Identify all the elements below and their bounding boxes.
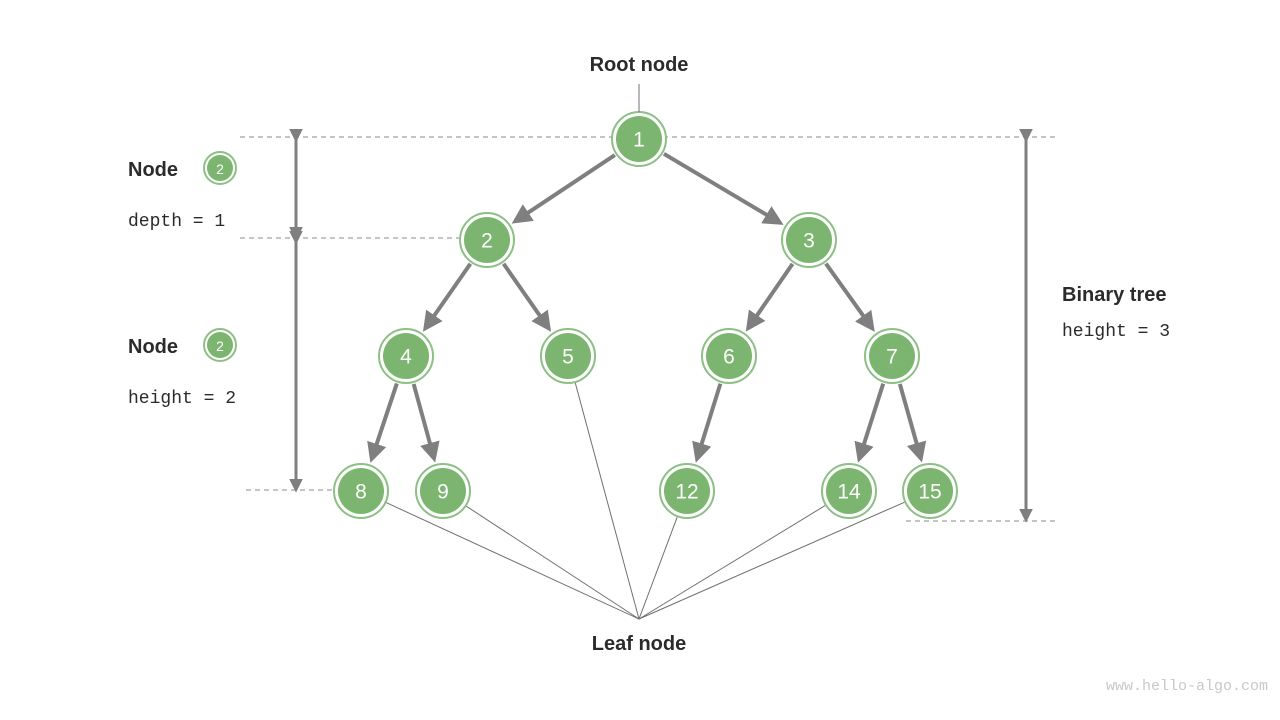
tree-node-12[interactable]: 12 (659, 463, 715, 519)
node-value: 6 (723, 346, 735, 369)
node-value: 5 (562, 346, 574, 369)
node-fill (706, 333, 752, 379)
node-value: 2 (481, 230, 493, 253)
root-node-label: Root node (590, 54, 689, 76)
node-fill (664, 468, 710, 514)
tree-node-4[interactable]: 4 (378, 328, 434, 384)
node-value: 12 (675, 481, 698, 504)
node-fill (383, 333, 429, 379)
node-value: 7 (886, 346, 898, 369)
tree-edge-4-to-8 (367, 382, 399, 463)
tree-node-15[interactable]: 15 (902, 463, 958, 519)
node-depth-value: depth = 1 (128, 212, 225, 232)
tree-node-14[interactable]: 14 (821, 463, 877, 519)
node-fill (826, 468, 872, 514)
node-value: 14 (837, 481, 861, 504)
tree-edge-7-to-15 (897, 383, 927, 463)
tree-node-5[interactable]: 5 (540, 328, 596, 384)
node-value: 8 (355, 481, 367, 504)
node-fill (420, 468, 466, 514)
leaf-leader-line (466, 505, 640, 620)
tree-node-1[interactable]: 1 (611, 111, 667, 167)
node-value: 9 (437, 481, 449, 504)
leaf-leader-line (638, 505, 826, 620)
node-fill (545, 333, 591, 379)
node-value: 1 (633, 129, 645, 152)
depth-badge: 2 (203, 151, 237, 185)
badge-value: 2 (216, 161, 224, 177)
tree-edge-6-to-12 (692, 383, 723, 463)
binary-tree-height-value: height = 3 (1062, 322, 1170, 342)
node-fill (869, 333, 915, 379)
height-badge: 2 (203, 328, 237, 362)
node-fill (907, 468, 953, 514)
badge-fill (207, 332, 233, 358)
node-fill (338, 468, 384, 514)
node-fill (464, 217, 510, 263)
tree-edges-layer (367, 152, 927, 463)
tree-node-9[interactable]: 9 (415, 463, 471, 519)
leaf-leader-line (574, 382, 640, 620)
tree-edge-4-to-9 (411, 383, 440, 463)
tree-node-8[interactable]: 8 (333, 463, 389, 519)
tree-node-7[interactable]: 7 (864, 328, 920, 384)
leaf-leader-line (638, 517, 678, 620)
measure-arrows-layer (289, 128, 1033, 523)
node-depth-title: Node (128, 159, 178, 181)
tree-node-3[interactable]: 3 (781, 212, 837, 268)
tree-edge-3-to-7 (824, 262, 875, 332)
node-fill (616, 116, 662, 162)
leaf-leader-line (638, 501, 905, 620)
tree-node-6[interactable]: 6 (701, 328, 757, 384)
leaf-leader-line (386, 502, 640, 620)
inline-node-badges-layer: 22 (203, 151, 237, 362)
leaf-node-label: Leaf node (592, 633, 686, 655)
node-value: 15 (918, 481, 941, 504)
tree-edge-3-to-6 (745, 262, 795, 332)
watermark-text: www.hello-algo.com (1106, 678, 1268, 695)
node-fill (786, 217, 832, 263)
tree-edge-1-to-3 (662, 152, 784, 225)
node-height-value: height = 2 (128, 389, 236, 409)
tree-edge-2-to-5 (501, 262, 552, 332)
binary-tree-title: Binary tree (1062, 284, 1167, 306)
badge-fill (207, 155, 233, 181)
badge-value: 2 (216, 338, 224, 354)
tree-edge-1-to-2 (511, 153, 616, 224)
tree-edge-7-to-14 (854, 383, 886, 463)
node-value: 4 (400, 346, 412, 369)
node-value: 3 (803, 230, 815, 253)
node-height-title: Node (128, 336, 178, 358)
leaf-leader-lines-layer (386, 382, 905, 620)
tree-node-2[interactable]: 2 (459, 212, 515, 268)
tree-edge-2-to-4 (422, 262, 473, 332)
